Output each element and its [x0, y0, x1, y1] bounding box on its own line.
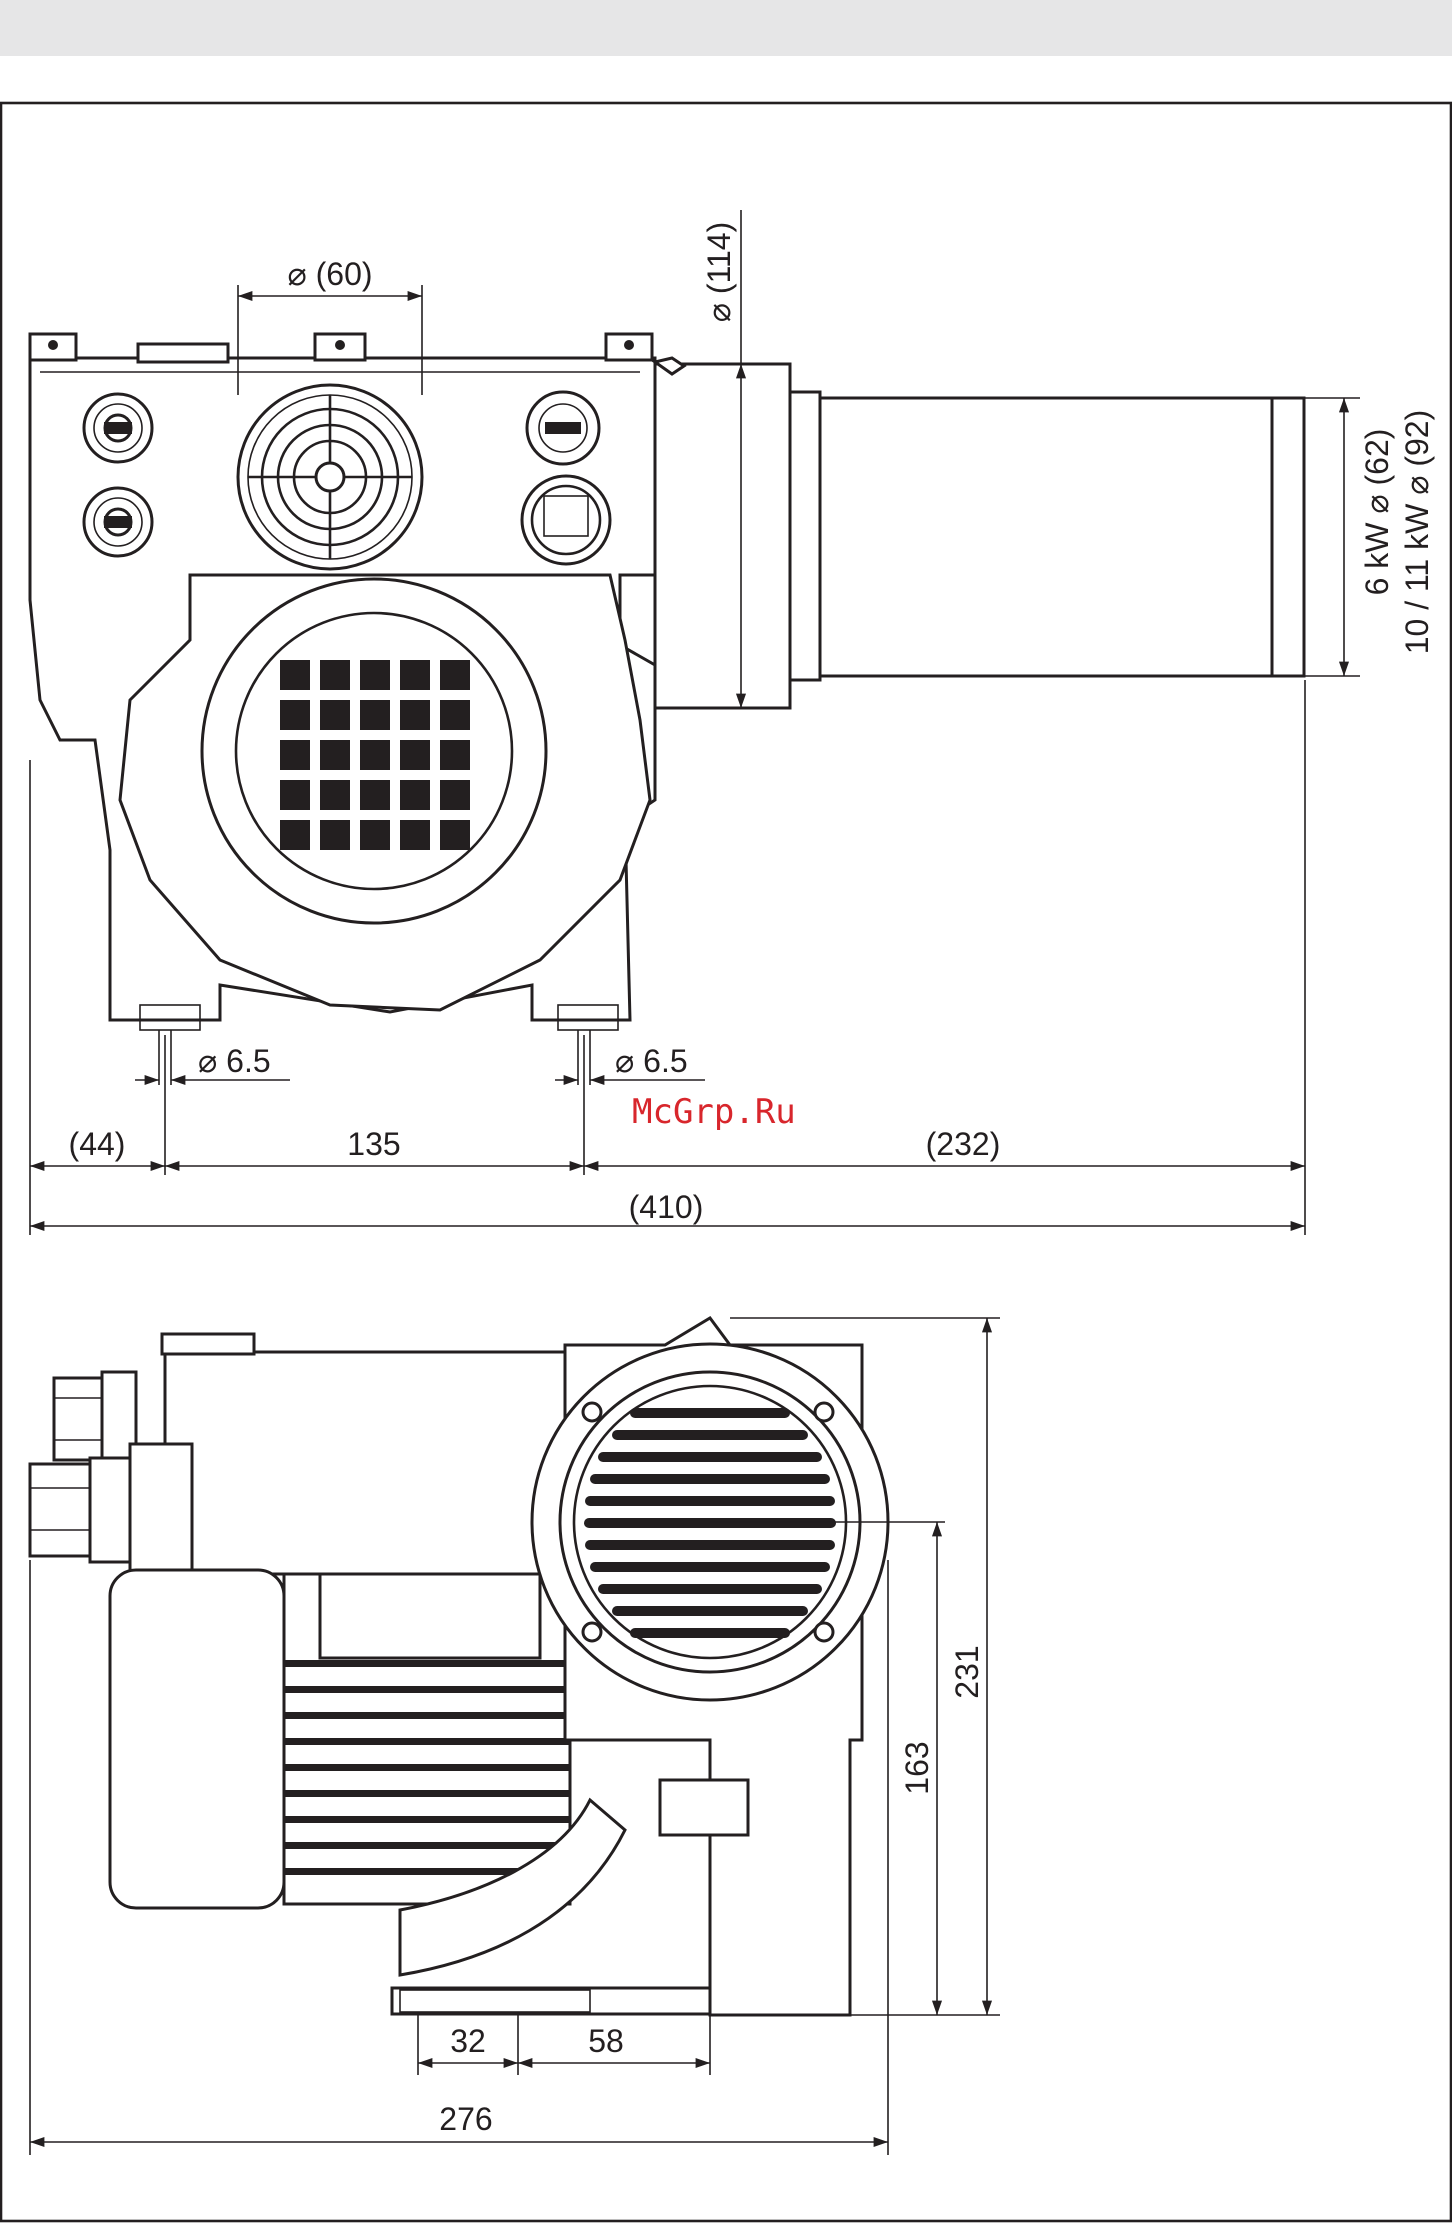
- side-view: 231 163 32 58 276: [30, 1318, 1000, 2155]
- cable-gland-icon: [84, 488, 152, 556]
- dim-mid-label: 135: [347, 1126, 400, 1162]
- dim-right-label: (232): [926, 1126, 1001, 1162]
- base-a-label: 32: [450, 2023, 486, 2059]
- fan-grille-icon: [238, 385, 422, 569]
- intake-grille-icon: [280, 660, 470, 850]
- flange-diameter-label: ⌀ (114): [701, 222, 737, 322]
- depth-total-label: 276: [439, 2101, 492, 2137]
- height-total-label: 231: [949, 1645, 985, 1698]
- switch-icon: [527, 392, 599, 464]
- cable-gland-icon: [84, 394, 152, 462]
- base-b-label: 58: [588, 2023, 624, 2059]
- cable-gland-icon: [30, 1444, 192, 1572]
- outlet-diameter-label: ⌀ (60): [287, 256, 372, 292]
- nozzle-10-11kw-label: 10 / 11 kW ⌀ (92): [1399, 410, 1435, 655]
- hole-diameter-right-label: ⌀ 6.5: [615, 1043, 688, 1079]
- cable-gland-icon: [54, 1372, 136, 1466]
- nozzle-6kw-label: 6 kW ⌀ (62): [1359, 429, 1395, 596]
- height-axis-label: 163: [899, 1741, 935, 1794]
- front-view: ⌀ (60) ⌀ (114) 6 kW ⌀ (62) 10 / 11 kW ⌀ …: [30, 210, 1435, 1235]
- dim-total-label: (410): [629, 1189, 704, 1225]
- watermark: McGrp.Ru: [632, 1092, 796, 1132]
- knob-icon: [522, 476, 610, 564]
- motor-fins: [284, 1660, 570, 1875]
- hole-diameter-left-label: ⌀ 6.5: [198, 1043, 271, 1079]
- dim-left-label: (44): [69, 1126, 126, 1162]
